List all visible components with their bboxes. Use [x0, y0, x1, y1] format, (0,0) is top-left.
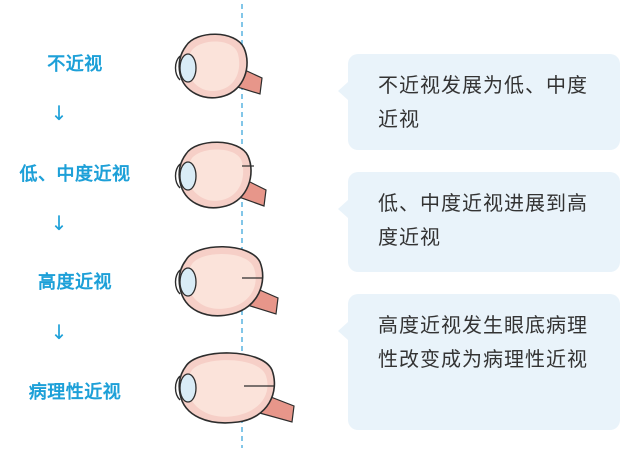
eye-illustration-pathological-myopia: [174, 352, 295, 424]
stage-label-low-moderate-myopia: 低、中度近视: [19, 164, 131, 185]
down-arrow-icon: ↓: [50, 101, 68, 125]
stage-label-no-myopia: 不近视: [47, 54, 103, 75]
lens-icon: [179, 373, 197, 403]
down-arrow-icon: ↓: [50, 211, 68, 235]
description-bubble-stage-3: 高度近视发生眼底病理性改变成为病理性近视: [338, 294, 620, 430]
lens-icon: [179, 267, 197, 297]
lens-icon: [179, 161, 197, 191]
eye-illustration-high-myopia: [174, 245, 279, 317]
down-arrow-icon: ↓: [50, 320, 68, 344]
lens-icon: [179, 53, 197, 83]
retina-lesion-area: [187, 360, 268, 417]
description-bubble-stage-2: 低、中度近视进展到高度近视: [338, 172, 620, 272]
stage-label-high-myopia: 高度近视: [38, 272, 112, 293]
stage-label-pathological-myopia: 病理性近视: [28, 382, 122, 403]
eye-illustration-no-myopia: [174, 33, 263, 99]
eye-illustration-low-moderate-myopia: [174, 141, 267, 209]
description-bubble-stage-1: 不近视发展为低、中度近视: [338, 54, 620, 150]
